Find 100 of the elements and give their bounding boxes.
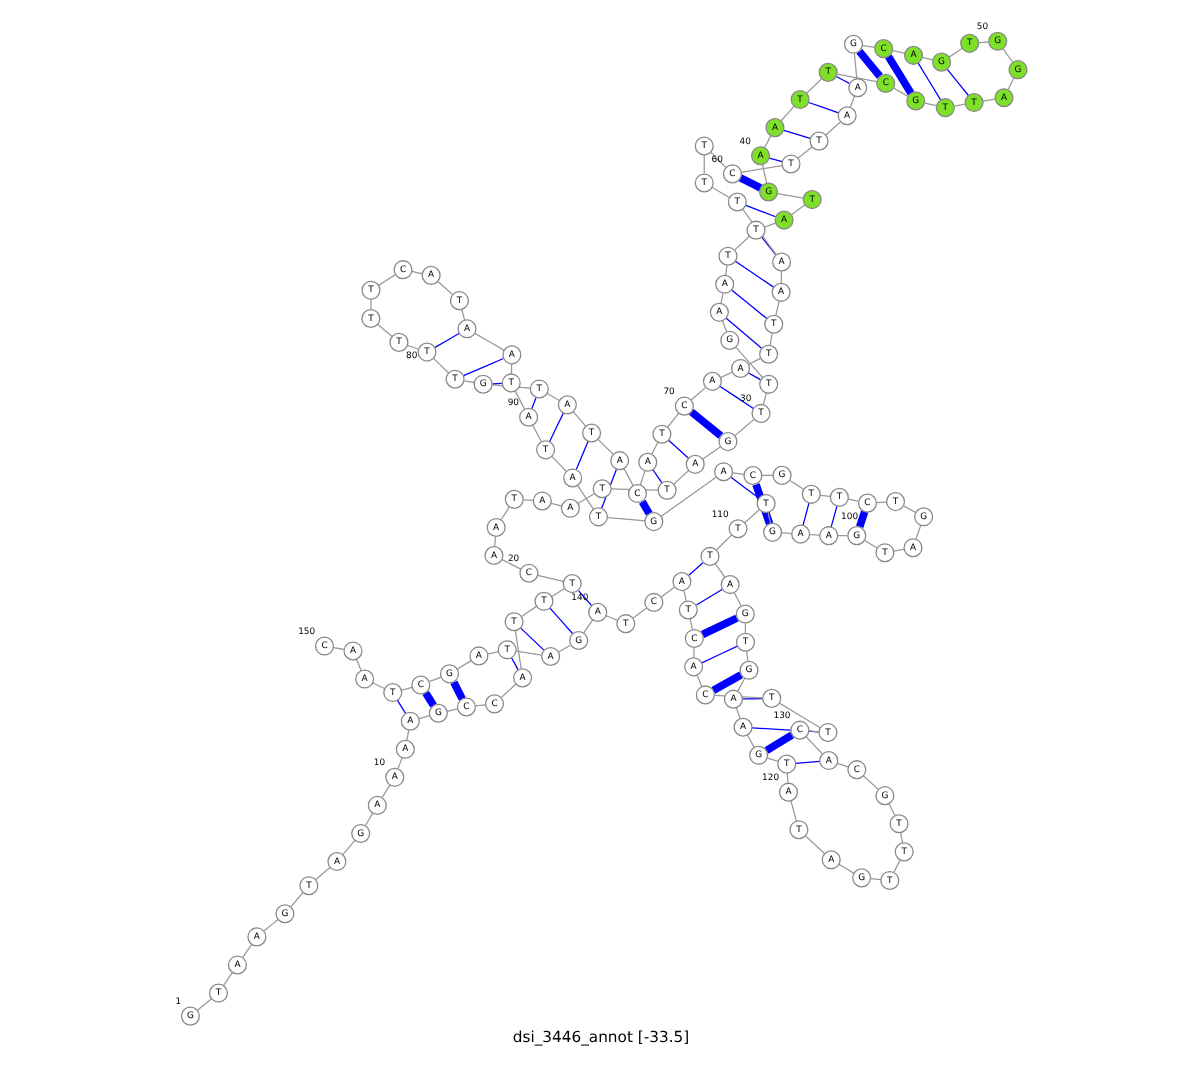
connector: [899, 832, 903, 844]
connector: [760, 236, 776, 256]
connector: [493, 535, 496, 547]
connector: [514, 650, 542, 656]
connector: [892, 859, 900, 873]
connector: [766, 511, 771, 524]
connector: [804, 736, 822, 755]
connector: [863, 539, 877, 549]
connector: [805, 78, 822, 94]
connector: [688, 618, 693, 631]
connector: [461, 357, 504, 377]
connector: [712, 694, 763, 699]
connector: [449, 680, 465, 701]
connector: [421, 690, 436, 708]
connector: [486, 651, 498, 655]
connector: [763, 731, 793, 754]
connector: [406, 344, 418, 350]
connector: [547, 412, 563, 443]
connector: [354, 658, 361, 672]
connector: [734, 347, 763, 379]
connector: [861, 775, 878, 790]
connector: [195, 998, 212, 1011]
connector: [659, 476, 716, 517]
connector: [713, 563, 725, 578]
connector: [763, 222, 775, 228]
connector: [262, 918, 278, 932]
connector: [513, 390, 525, 410]
connector: [945, 68, 969, 97]
connector: [455, 660, 471, 670]
connector: [550, 587, 564, 598]
connector: [794, 760, 820, 764]
connector: [688, 408, 723, 439]
connector: [519, 627, 544, 651]
connector: [730, 289, 767, 320]
connector: [916, 62, 941, 101]
connector: [807, 730, 819, 733]
connector: [848, 95, 854, 108]
connector: [892, 87, 908, 97]
connector: [855, 49, 882, 79]
connector: [341, 839, 355, 856]
connector: [902, 505, 916, 514]
connector: [855, 510, 868, 528]
connector: [807, 101, 839, 114]
connector: [767, 157, 782, 163]
connector: [775, 192, 803, 199]
connector: [720, 320, 727, 333]
connector: [774, 300, 779, 316]
connector: [531, 424, 541, 443]
connector: [289, 892, 303, 908]
connector: [780, 532, 791, 535]
connector: [868, 878, 881, 881]
connector: [852, 52, 857, 80]
connector: [604, 615, 617, 621]
connector: [600, 468, 616, 509]
connector: [1006, 77, 1014, 91]
connector: [605, 516, 645, 522]
connector: [638, 470, 645, 486]
connector: [709, 151, 726, 169]
connector: [380, 784, 390, 799]
connector: [777, 702, 820, 729]
connector: [884, 54, 914, 96]
connector: [520, 605, 537, 618]
connector: [719, 371, 732, 379]
connector: [782, 129, 810, 140]
connector: [405, 729, 409, 742]
connector: [744, 204, 776, 218]
connector: [1001, 48, 1013, 63]
connector: [427, 676, 441, 683]
connector: [718, 385, 754, 410]
connector: [395, 699, 406, 714]
connector: [694, 588, 723, 606]
connector: [887, 803, 895, 817]
connector: [631, 607, 646, 619]
connector: [714, 534, 732, 551]
connector: [396, 757, 402, 770]
connector: [410, 270, 422, 275]
connector: [530, 397, 536, 410]
connector: [922, 102, 937, 107]
connector: [550, 455, 567, 473]
connector: [733, 418, 754, 437]
connector: [729, 476, 759, 499]
connector: [689, 386, 705, 401]
connector: [801, 502, 809, 526]
connector: [650, 441, 658, 455]
connector: [582, 619, 593, 634]
connector: [710, 186, 730, 199]
connector: [460, 308, 465, 321]
connector: [741, 697, 763, 700]
connector: [796, 146, 812, 159]
connector: [687, 562, 703, 576]
connector: [710, 671, 742, 694]
connector: [371, 682, 385, 690]
connector: [571, 411, 586, 427]
connector: [947, 47, 962, 58]
connector: [548, 607, 573, 635]
connector: [860, 44, 875, 48]
connector: [739, 164, 782, 173]
connector: [576, 484, 594, 510]
connector: [241, 943, 252, 958]
connector: [724, 264, 727, 276]
